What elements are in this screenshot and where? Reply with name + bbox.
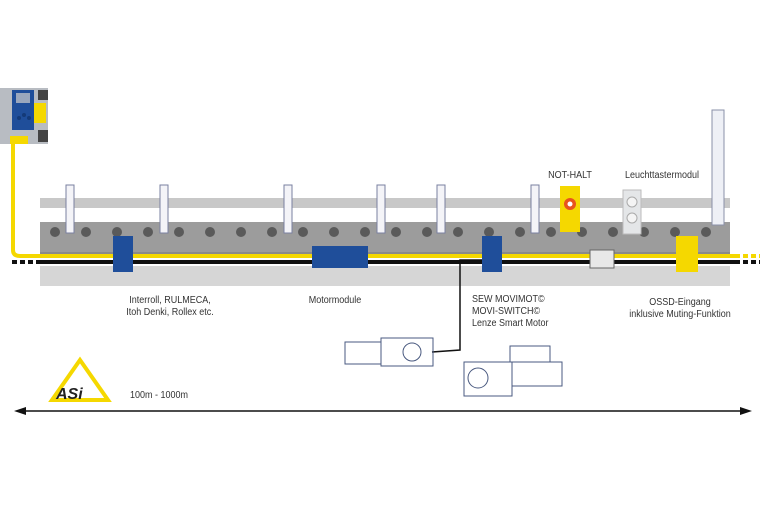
label-sew-line1: SEW MOVIMOT© [472,294,545,305]
roller [360,227,370,237]
photoelectric-sensor [436,184,446,234]
roller [298,227,308,237]
roller [546,227,556,237]
label-sew: SEW MOVIMOT© MOVI-SWITCH© Lenze Smart Mo… [472,294,549,330]
roller [670,227,680,237]
safety-module [589,249,615,269]
label-not-halt: NOT-HALT [548,170,592,181]
photoelectric-sensor [65,184,75,234]
roller [422,227,432,237]
distance-arrow [14,407,752,415]
label-leuchttaster: Leuchttastermodul [624,170,700,181]
label-rollers: Interroll, RULMECA, Itoh Denki, Rollex e… [116,295,224,319]
label-distance: 100m - 1000m [130,390,189,401]
roller [484,227,494,237]
roller [174,227,184,237]
light-curtain [711,109,725,226]
motor-module [312,246,368,268]
roller [236,227,246,237]
roller [515,227,525,237]
roller [391,227,401,237]
sensors [65,184,540,234]
roller [81,227,91,237]
roller [143,227,153,237]
label-ossd: OSSD-Eingang inklusive Muting-Funktion [626,297,734,321]
photoelectric-sensor [376,184,386,234]
gear-motor-1 [344,337,434,367]
asi-module-rollers [113,236,133,272]
roller [112,227,122,237]
label-motormodule: Motormodule [308,295,362,306]
photoelectric-sensor [159,184,169,234]
label-rollers-line2: Itoh Denki, Rollex etc. [126,307,214,318]
roller [701,227,711,237]
label-sew-line2: MOVI-SWITCH© [472,306,541,317]
photoelectric-sensor [530,184,540,234]
roller [608,227,618,237]
roller [205,227,215,237]
asi-module-sew [482,236,502,272]
label-rollers-line1: Interroll, RULMECA, [129,295,211,306]
svg-text:ASi: ASi [55,386,83,403]
label-ossd-line2: inklusive Muting-Funktion [629,309,731,320]
roller [453,227,463,237]
roller [329,227,339,237]
asi-logo: ASi [48,356,112,403]
label-sew-line3: Lenze Smart Motor [472,318,549,329]
asi-controller [0,88,48,144]
rollers [50,227,711,237]
roller [267,227,277,237]
gear-motor-2 [463,345,563,397]
ossd-module [676,236,698,272]
roller [50,227,60,237]
label-ossd-line1: OSSD-Eingang [649,297,711,308]
photoelectric-sensor [283,184,293,234]
asi-cable-yellow [11,144,735,258]
